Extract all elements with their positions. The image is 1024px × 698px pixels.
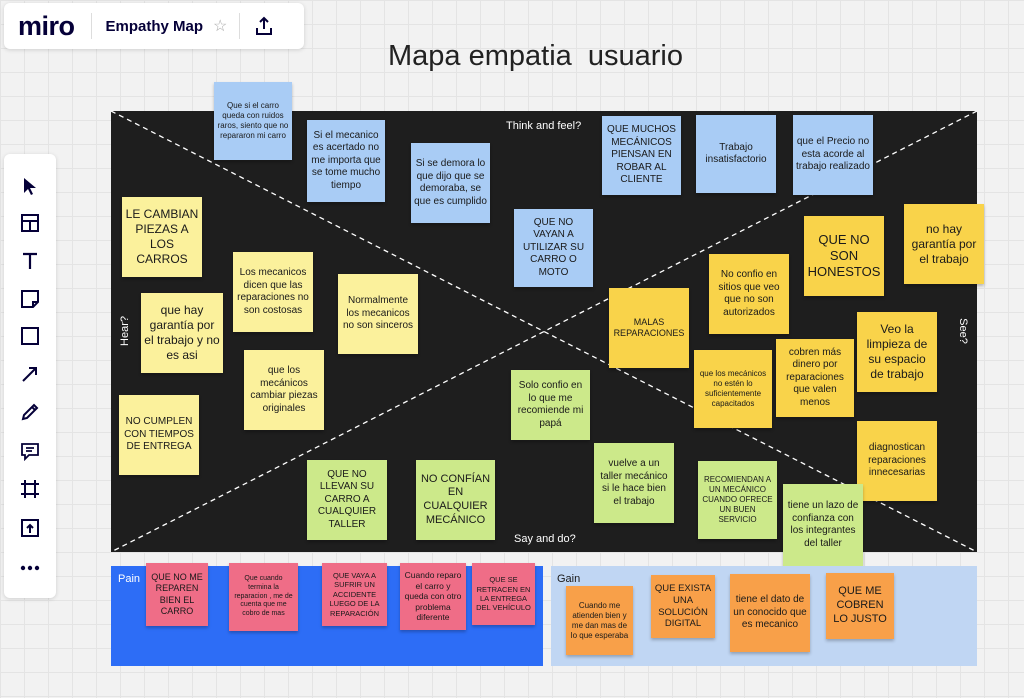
board-name[interactable]: Empathy Map xyxy=(105,17,204,35)
sticky-note[interactable]: vuelve a un taller mecánico si le hace b… xyxy=(594,443,674,523)
gain-label: Gain xyxy=(557,573,581,585)
select-arrow-icon[interactable] xyxy=(18,174,42,198)
sticky-note[interactable]: QUE ME COBREN LO JUSTO xyxy=(826,573,894,639)
quadrant-label-hear: Hear? xyxy=(118,316,131,346)
sticky-note-icon[interactable] xyxy=(18,287,42,311)
sticky-note[interactable]: tiene un lazo de confianza con los integ… xyxy=(783,484,863,566)
sticky-note[interactable]: QUE NO ME REPAREN BIEN EL CARRO xyxy=(146,563,208,626)
sticky-note[interactable]: tiene el dato de un conocido que es meca… xyxy=(730,574,810,652)
sticky-note[interactable]: No confio en sitios que veo que no son a… xyxy=(709,254,789,334)
more-icon[interactable] xyxy=(18,556,42,580)
sticky-note[interactable]: QUE EXISTA UNA SOLUCIÓN DIGITAL xyxy=(651,575,715,638)
quadrant-label-think-feel: Think and feel? xyxy=(506,120,582,132)
sticky-note[interactable]: Que cuando termina la reparacion , me de… xyxy=(229,563,298,631)
sticky-note[interactable]: QUE VAYA A SUFRIR UN ACCIDENTE LUEGO DE … xyxy=(322,563,387,626)
sticky-note[interactable]: que los mecánicos no estén lo suficiente… xyxy=(694,350,772,428)
frame-icon[interactable] xyxy=(18,477,42,501)
shape-icon[interactable] xyxy=(18,324,42,348)
frame-template-icon[interactable] xyxy=(18,211,42,235)
sticky-note[interactable]: que el Precio no esta acorde al trabajo … xyxy=(793,115,873,195)
sticky-note[interactable]: Veo la limpieza de su espacio de trabajo xyxy=(857,312,937,392)
sticky-note[interactable]: diagnostican reparaciones innecesarias xyxy=(857,421,937,501)
upload-icon[interactable] xyxy=(18,516,42,540)
sticky-note[interactable]: QUE SE RETRACEN EN LA ENTREGA DEL VEHÍCU… xyxy=(472,563,535,625)
pain-label: Pain xyxy=(118,573,141,585)
pen-icon[interactable] xyxy=(18,400,42,424)
divider xyxy=(90,13,92,39)
connection-line-icon[interactable] xyxy=(18,362,42,386)
sticky-note[interactable]: Cuando reparo el carro y queda con otro … xyxy=(400,563,466,630)
sticky-note[interactable]: Cuando me atienden bien y me dan mas de … xyxy=(566,586,633,655)
sticky-note[interactable]: que hay garantía por el trabajo y no es … xyxy=(141,293,223,373)
comment-icon[interactable] xyxy=(18,439,42,463)
left-toolbar xyxy=(4,154,56,598)
miro-logo[interactable]: miro xyxy=(18,10,75,41)
sticky-note[interactable]: no hay garantía por el trabajo xyxy=(904,204,984,284)
sticky-note[interactable]: MALAS REPARACIONES xyxy=(609,288,689,368)
sticky-note[interactable]: Solo confio en lo que me recomiende mi p… xyxy=(511,370,590,440)
export-icon[interactable] xyxy=(252,14,276,38)
sticky-note[interactable]: Que si el carro queda con ruidos raros, … xyxy=(214,82,292,160)
sticky-note[interactable]: Trabajo insatisfactorio xyxy=(696,115,776,193)
quadrant-label-say-do: Say and do? xyxy=(514,533,576,545)
sticky-note[interactable]: RECOMIENDAN A UN MECÁNICO CUANDO OFRECE … xyxy=(698,461,777,539)
sticky-note[interactable]: QUE NO SON HONESTOS xyxy=(804,216,884,296)
star-icon[interactable]: ☆ xyxy=(213,18,228,35)
sticky-note[interactable]: Normalmente los mecanicos no son sincero… xyxy=(338,274,418,354)
sticky-note[interactable]: Si se demora lo que dijo que se demoraba… xyxy=(411,143,490,223)
sticky-note[interactable]: NO CONFÍAN EN CUALQUIER MECÁNICO xyxy=(416,460,495,540)
sticky-note[interactable]: QUE NO VAYAN A UTILIZAR SU CARRO O MOTO xyxy=(514,209,593,287)
quadrant-label-see: See? xyxy=(956,318,969,344)
sticky-note[interactable]: cobren más dinero por reparaciones que v… xyxy=(776,339,854,417)
sticky-note[interactable]: Si el mecanico es acertado no me importa… xyxy=(307,120,385,202)
sticky-note[interactable]: NO CUMPLEN CON TIEMPOS DE ENTREGA xyxy=(119,395,199,475)
text-icon[interactable] xyxy=(18,249,42,273)
sticky-note[interactable]: LE CAMBIAN PIEZAS A LOS CARROS xyxy=(122,197,202,277)
sticky-note[interactable]: que los mecánicos cambiar piezas origina… xyxy=(244,350,324,430)
divider xyxy=(239,13,241,39)
sticky-note[interactable]: QUE MUCHOS MECÁNICOS PIENSAN EN ROBAR AL… xyxy=(602,116,681,195)
top-bar: miro Empathy Map ☆ xyxy=(4,3,304,49)
sticky-note[interactable]: Los mecanicos dicen que las reparaciones… xyxy=(233,252,313,332)
sticky-note[interactable]: QUE NO LLEVAN SU CARRO A CUALQUIER TALLE… xyxy=(307,460,387,540)
board-title[interactable]: Mapa empatia usuario xyxy=(388,40,683,72)
